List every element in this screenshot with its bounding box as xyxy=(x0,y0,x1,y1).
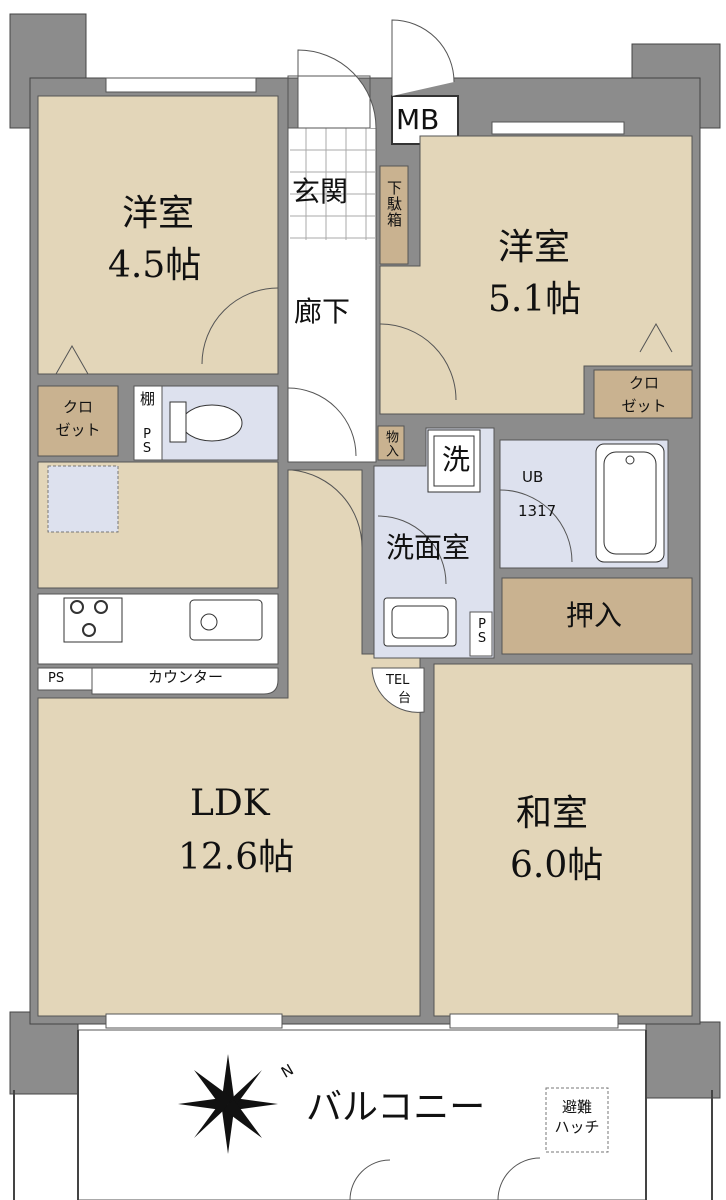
balcony-label: バルコニー xyxy=(306,1087,486,1128)
room-japanese xyxy=(433,663,693,1017)
toilet-bowl xyxy=(181,404,243,442)
ps-label: PS xyxy=(48,671,65,686)
washer-label: 洗 xyxy=(442,443,471,476)
storage-label: 物入 xyxy=(383,430,398,458)
room-western2-name: 洋室 xyxy=(498,227,571,268)
pillar-bottom-right xyxy=(645,1021,721,1099)
mb-label: MB xyxy=(396,103,440,136)
room-ldk-size: 12.6帖 xyxy=(178,837,295,878)
ub-size-label: 1317 xyxy=(518,502,557,520)
room-japanese-size: 6.0帖 xyxy=(510,845,604,886)
fridge-space xyxy=(47,465,119,533)
oshiire xyxy=(501,577,693,655)
shoe-box-label: 下駄箱 xyxy=(385,180,403,228)
shoe-box xyxy=(379,165,409,265)
north-arrow xyxy=(178,1054,278,1154)
escape-hatch-label: 避難 ハッチ xyxy=(554,1098,600,1136)
room-western1-name: 洋室 xyxy=(122,193,195,234)
closet1-label: クロ ゼット xyxy=(55,398,101,439)
ps-label-vertical2: PS xyxy=(477,617,487,647)
closet2-label: クロ ゼット xyxy=(621,374,667,415)
oshiire-label: 押入 xyxy=(566,599,623,632)
room-ldk-name: LDK xyxy=(190,783,270,824)
ps-label-vertical: PS xyxy=(142,427,152,457)
entrance-tiles xyxy=(290,128,376,240)
shelf-label: 棚 xyxy=(140,390,156,408)
closet1 xyxy=(37,385,119,457)
room-western1-size: 4.5帖 xyxy=(108,245,202,286)
room-japanese-name: 和室 xyxy=(516,793,589,834)
room-western2-size: 5.1帖 xyxy=(488,279,582,320)
closet2 xyxy=(593,369,693,419)
hallway xyxy=(287,127,377,463)
washroom-label: 洗面室 xyxy=(386,531,471,564)
ub-label: UB xyxy=(522,468,544,486)
escape-hatch xyxy=(545,1087,609,1153)
washing-machine xyxy=(427,429,481,493)
tel-label: TEL xyxy=(386,673,410,688)
hallway-label: 廊下 xyxy=(294,295,351,328)
tel-stand-label: 台 xyxy=(398,691,412,706)
wash-basin xyxy=(383,597,457,647)
room-western1 xyxy=(37,95,279,375)
room-western2 xyxy=(379,135,693,415)
entrance-label: 玄関 xyxy=(292,175,349,208)
counter-label: カウンター xyxy=(148,668,224,686)
